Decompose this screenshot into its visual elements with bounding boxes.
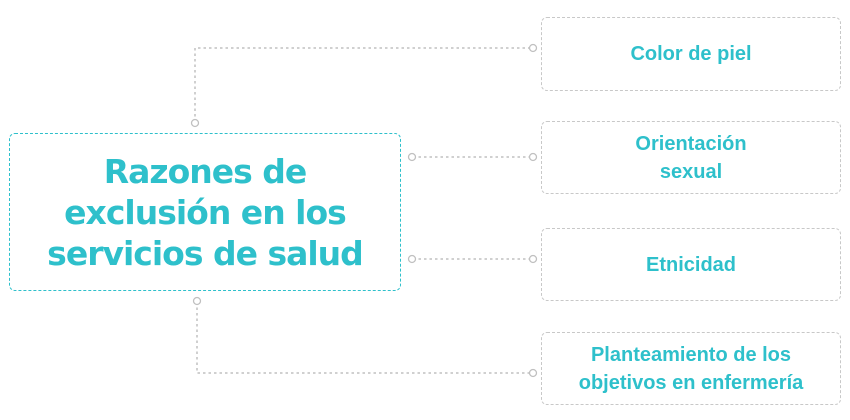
connector-dot: [407, 152, 417, 162]
branch-label: Etnicidad: [645, 253, 736, 276]
connector-dot: [528, 152, 538, 162]
central-topic-title: Razones de exclusión en los servicios de…: [47, 151, 364, 273]
connector-planteamiento: [196, 302, 532, 374]
connector-dot: [192, 296, 202, 306]
connector-dot: [528, 254, 538, 264]
branch-planteamiento-objetivos: Planteamiento de los objetivos en enferm…: [541, 332, 841, 405]
branch-label: Planteamiento de los objetivos en enferm…: [578, 343, 804, 394]
connector-color-de-piel: [194, 47, 532, 122]
branch-color-de-piel: Color de piel: [541, 17, 841, 91]
branch-etnicidad: Etnicidad: [541, 228, 841, 301]
connector-dot: [190, 118, 200, 128]
connector-dot: [407, 254, 417, 264]
branch-orientacion-sexual: Orientación sexual: [541, 121, 841, 194]
branch-label: Color de piel: [630, 43, 752, 65]
connector-dot: [528, 368, 538, 378]
branch-label: Orientación sexual: [635, 132, 747, 183]
connector-dot: [528, 43, 538, 53]
central-topic-box: Razones de exclusión en los servicios de…: [9, 133, 401, 291]
